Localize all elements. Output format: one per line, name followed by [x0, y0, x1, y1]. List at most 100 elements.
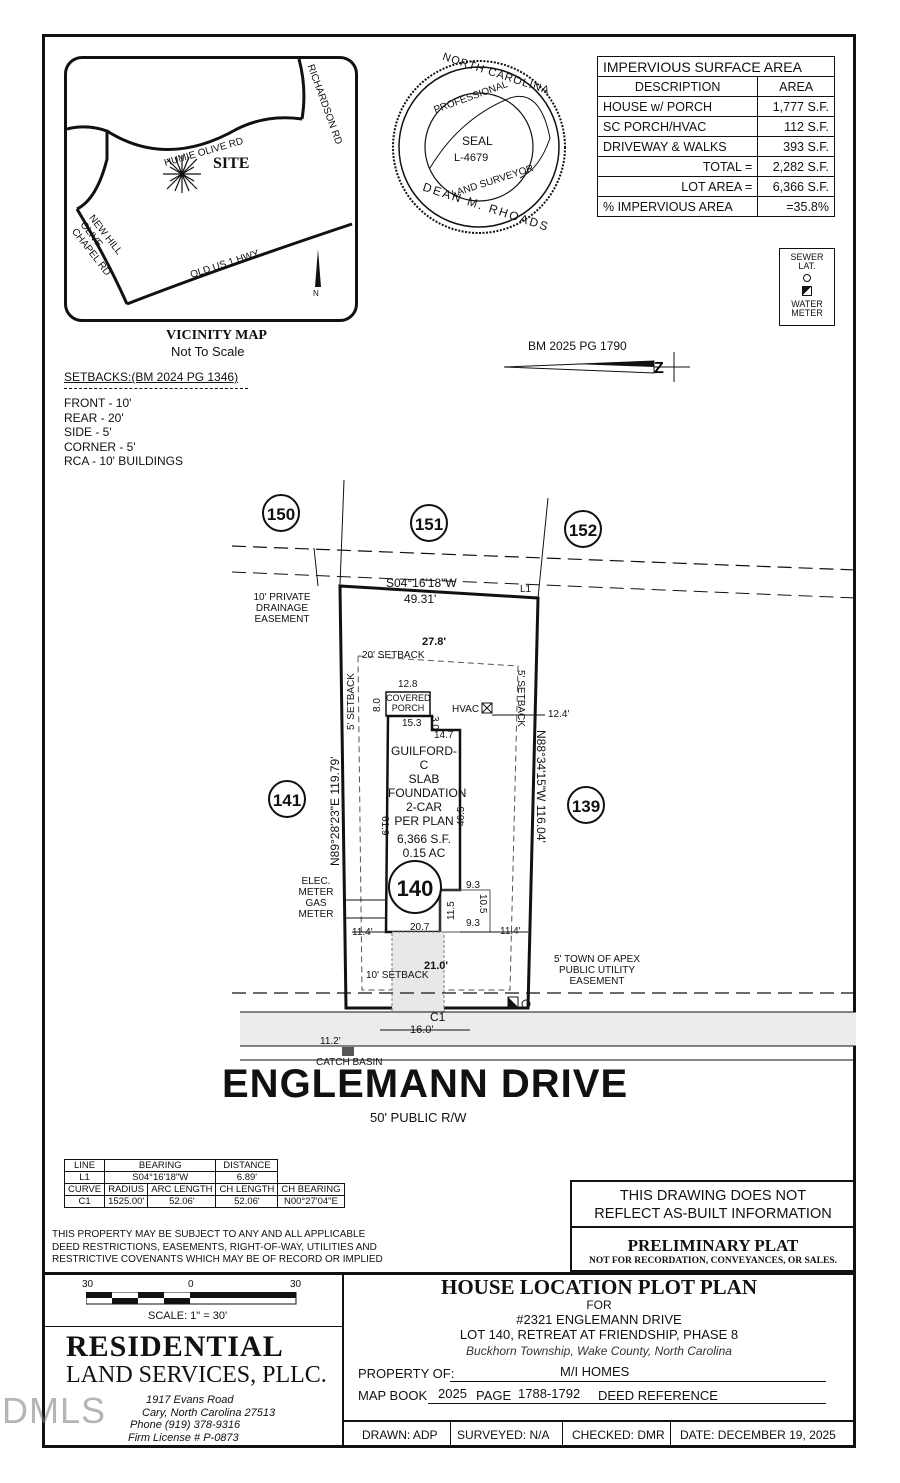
- dim-11-5: 11.5: [446, 901, 457, 920]
- drainage-easement: 10' PRIVATE DRAINAGE EASEMENT: [252, 592, 312, 625]
- footer-sep: [562, 1420, 563, 1448]
- property-value: M/I HOMES: [560, 1364, 630, 1379]
- plan-county: Buckhorn Township, Wake County, North Ca…: [466, 1344, 732, 1358]
- drive-width: 16.0': [410, 1024, 434, 1036]
- surveyed-by: SURVEYED: N/A: [457, 1428, 550, 1442]
- meter-line: METER: [298, 909, 334, 920]
- rear-setback: 20' SETBACK: [362, 650, 425, 661]
- north-letter: Z: [654, 360, 664, 377]
- plan-title: HOUSE LOCATION PLOT PLAN: [440, 1275, 758, 1299]
- asbuilt-box: THIS DRAWING DOES NOT REFLECT AS-BUILT I…: [570, 1180, 856, 1228]
- drawn-by: DRAWN: ADP: [362, 1428, 438, 1442]
- lot-151: 151: [410, 504, 448, 542]
- setback-item: FRONT - 10': [64, 396, 132, 410]
- north-arrow-icon: Z: [504, 352, 690, 382]
- note-line: DEED RESTRICTIONS, EASEMENTS, RIGHT-OF-W…: [52, 1241, 377, 1253]
- line-header: DISTANCE: [215, 1159, 279, 1172]
- license-line: Firm License # P-0873: [128, 1431, 239, 1444]
- drainage-line: 10' PRIVATE: [253, 592, 311, 603]
- address-line: 1917 Evans Road: [146, 1394, 234, 1406]
- meter-line: GAS: [305, 898, 327, 909]
- curve-c1: C1: [430, 1010, 446, 1024]
- curve-cell: C1: [63, 1195, 106, 1208]
- left-bearing: N89°28'23"E 119.79': [328, 756, 342, 867]
- imp-total: 2,282 S.F.: [757, 156, 835, 177]
- drainage-line: DRAINAGE: [255, 603, 309, 614]
- company-line1: RESIDENTIAL: [66, 1330, 284, 1363]
- setback-item: SIDE - 5': [64, 425, 112, 439]
- plan-lot: LOT 140, RETREAT AT FRIENDSHIP, PHASE 8: [459, 1327, 739, 1342]
- vicinity-subtitle: Not To Scale: [171, 344, 245, 359]
- north-label: N: [313, 289, 319, 298]
- left-offset: 11.4': [352, 927, 373, 938]
- mapbook-value: 2025: [438, 1386, 467, 1401]
- utility-line: EASEMENT: [569, 976, 625, 987]
- curve-header: RADIUS: [104, 1183, 149, 1196]
- dim-9-3b: 9.3: [466, 918, 480, 929]
- restriction-note: THIS PROPERTY MAY BE SUBJECT TO ANY AND …: [52, 1229, 383, 1267]
- company-address: 1917 Evans Road Cary, North Carolina 275…: [128, 1394, 275, 1444]
- bm-reference: BM 2025 PG 1790: [528, 339, 627, 353]
- catch-offset: 11.2': [320, 1036, 341, 1047]
- line-header: LINE: [63, 1159, 106, 1172]
- lot-150: 150: [262, 494, 300, 532]
- curve-header: CH BEARING: [277, 1183, 345, 1196]
- vicinity-title: VICINITY MAP: [166, 328, 267, 343]
- title-block: [42, 1272, 856, 1448]
- street-name: ENGLEMANN DRIVE: [222, 1062, 629, 1106]
- side-setback-left: 5' SETBACK: [346, 673, 357, 730]
- right-bearing: N88°34'15"W 116.04': [534, 730, 548, 843]
- sewer-lateral-icon: [521, 999, 531, 1009]
- property-label: PROPERTY OF:: [358, 1366, 455, 1381]
- dim-3-0: 3.0: [429, 716, 440, 730]
- setbacks-divider: [64, 388, 248, 389]
- catch-basin-icon: [342, 1047, 354, 1056]
- site-label: SITE: [213, 155, 250, 172]
- scale-label: SCALE: 1" = 30': [148, 1310, 228, 1322]
- rear-bearing: S04°16'18"W: [386, 576, 457, 590]
- porch-line: PORCH: [391, 703, 425, 713]
- plot-date: DATE: DECEMBER 19, 2025: [680, 1428, 836, 1442]
- dim-46-5: 46.5: [456, 806, 467, 826]
- lot-140: 140: [388, 860, 442, 914]
- site-starburst-icon: [163, 155, 201, 193]
- dim-61-9: 61.9: [379, 816, 390, 836]
- right-offset: 11.4': [500, 926, 521, 937]
- water-meter-icon: [802, 286, 812, 296]
- house-line: GUILFORD-C: [391, 744, 457, 772]
- drainage-line: EASEMENT: [254, 614, 310, 625]
- scale-bar: [86, 1292, 297, 1305]
- imp-lot: 6,366 S.F.: [757, 176, 835, 197]
- line-cell: L1: [63, 1171, 106, 1184]
- hvac-label: HVAC: [452, 704, 480, 715]
- north-arrow-icon: [315, 249, 321, 287]
- curve-cell: 1525.00': [104, 1195, 149, 1208]
- lot-141: 141: [268, 780, 306, 818]
- setbacks-title: SETBACKS:(BM 2024 PG 1346): [64, 370, 239, 384]
- porch-line: COVERED: [386, 693, 431, 703]
- setback-item: RCA - 10' BUILDINGS: [64, 454, 183, 468]
- front-setback: 10' SETBACK: [366, 970, 429, 981]
- lot-area-sf: 6,366 S.F.: [396, 832, 452, 846]
- asbuilt-line: REFLECT AS-BUILT INFORMATION: [594, 1206, 832, 1222]
- rear-distance: 49.31': [404, 592, 437, 606]
- curve-cell: 52.06': [215, 1195, 279, 1208]
- house-line: PER PLAN: [394, 814, 454, 828]
- house-line: 2-CAR: [405, 800, 442, 814]
- vicinity-map: SITE HUMIE OLIVE RD RICHARDSON RD NEW HI…: [64, 56, 358, 322]
- curve-header: ARC LENGTH: [147, 1183, 217, 1196]
- legend-sewer: SEWER LAT.: [790, 252, 824, 271]
- curve-cell: N00°27'04"E: [277, 1195, 345, 1208]
- house-description: GUILFORD-C SLAB FOUNDATION 2-CAR PER PLA…: [388, 744, 466, 860]
- imp-header-desc: DESCRIPTION: [596, 76, 759, 97]
- line-cell: 6.89': [215, 1171, 279, 1184]
- dim-20-7: 20.7: [410, 922, 430, 933]
- scale-divider: [42, 1326, 342, 1327]
- scale-mid: 0: [188, 1279, 194, 1290]
- hvac-dimension: 12.4': [548, 709, 570, 720]
- meters-label: ELEC. METER GAS METER: [296, 876, 336, 920]
- seal-word: SEAL: [462, 134, 493, 148]
